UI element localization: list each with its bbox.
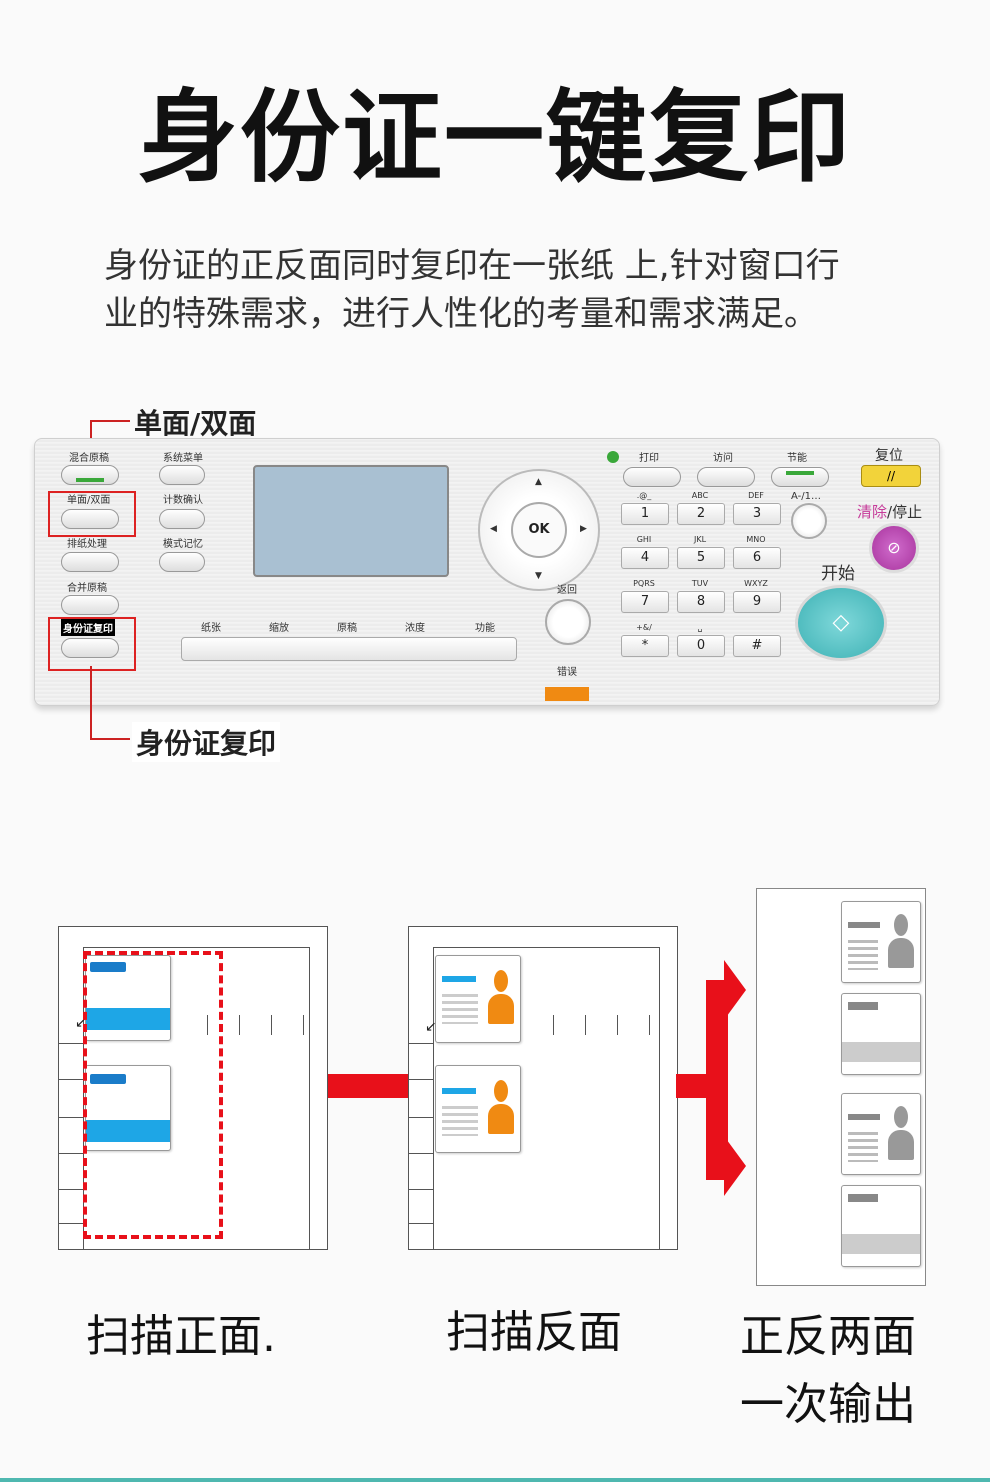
- start-label: 开始: [821, 564, 855, 584]
- print-label: 打印: [639, 453, 659, 464]
- access-label: 访问: [713, 453, 733, 464]
- keypad-key-3[interactable]: 3: [733, 503, 781, 525]
- split-arrow-icon: [676, 960, 746, 1196]
- reset-button[interactable]: //: [861, 465, 921, 487]
- id-card-front-2: [85, 1065, 171, 1151]
- stop-button[interactable]: ⊘: [869, 523, 919, 573]
- key-1-sublabel: .@_: [636, 491, 652, 500]
- counter-label: 计数确认: [163, 495, 203, 506]
- stop-label: /停止: [887, 503, 923, 521]
- mode-memory-label: 模式记忆: [163, 539, 203, 550]
- keypad-key-4[interactable]: 4: [621, 547, 669, 569]
- callout-duplex: 单面/双面: [134, 407, 257, 440]
- duplex-label: 单面/双面: [67, 495, 111, 506]
- scan-front-label: 扫描正面.: [86, 1311, 276, 1362]
- scan-front-document: ↙: [58, 926, 328, 1250]
- id-copy-label: 身份证复印: [61, 619, 115, 636]
- ab-key-label: A-/1…: [791, 491, 821, 502]
- key-8-sublabel: TUV: [691, 579, 709, 588]
- print-button[interactable]: [623, 467, 681, 487]
- output-label-line-2: 一次输出: [740, 1379, 916, 1430]
- error-indicator: [545, 687, 589, 701]
- key-7-sublabel: PQRS: [633, 579, 655, 588]
- keypad-key-12[interactable]: #: [733, 635, 781, 657]
- return-button[interactable]: [545, 599, 591, 645]
- key-3-sublabel: DEF: [748, 491, 764, 500]
- description-line-1: 身份证的正反面同时复印在一张纸 上,针对窗口行: [104, 246, 840, 286]
- function-strip[interactable]: [181, 637, 517, 661]
- original-label: 原稿: [337, 623, 357, 634]
- key-11-sublabel: ␣: [697, 623, 703, 632]
- bottom-border: [0, 1478, 990, 1482]
- keypad-key-10[interactable]: *: [621, 635, 669, 657]
- id-copy-highlight: [48, 617, 136, 671]
- id-card-back-2: [435, 1065, 521, 1153]
- keypad-key-5[interactable]: 5: [677, 547, 725, 569]
- scan-back-document: ↙: [408, 926, 678, 1250]
- start-button[interactable]: ◇: [795, 585, 887, 661]
- right-arrow-icon[interactable]: ▶: [580, 524, 587, 534]
- keypad-key-8[interactable]: 8: [677, 591, 725, 613]
- energy-saver-label: 节能: [787, 453, 807, 464]
- mixed-original-button[interactable]: [61, 465, 119, 485]
- system-menu-label: 系统菜单: [163, 453, 203, 464]
- paper-label: 纸张: [201, 623, 221, 634]
- output-card-front-2: [841, 1185, 921, 1267]
- key-6-sublabel: MNO: [746, 535, 766, 544]
- zoom-label: 缩放: [269, 623, 289, 634]
- down-arrow-icon[interactable]: ▼: [535, 571, 542, 581]
- up-arrow-icon[interactable]: ▲: [535, 477, 542, 487]
- id-card-back-1: [435, 955, 521, 1043]
- output-handling-label: 排纸处理: [67, 539, 107, 550]
- description-line-2: 业的特殊需求，进行人性化的考量和需求满足。: [104, 294, 818, 334]
- clear-label: 清除: [857, 503, 888, 521]
- keypad-key-7[interactable]: 7: [621, 591, 669, 613]
- keypad-key-11[interactable]: 0: [677, 635, 725, 657]
- lcd-screen: [253, 465, 449, 577]
- duplex-button[interactable]: [61, 509, 119, 529]
- output-handling-button[interactable]: [61, 552, 119, 572]
- density-label: 浓度: [405, 623, 425, 634]
- callout-id-copy: 身份证复印: [132, 722, 281, 762]
- ab-key-button[interactable]: [791, 503, 827, 539]
- navigation-pad[interactable]: ▲ ▼ ◀ ▶ OK: [478, 469, 600, 591]
- output-card-back-1: [841, 901, 921, 983]
- function-label: 功能: [475, 623, 495, 634]
- keypad-key-9[interactable]: 9: [733, 591, 781, 613]
- output-card-back-2: [841, 1093, 921, 1175]
- control-panel: 混合原稿 单面/双面 排纸处理 合并原稿 身份证复印 系统菜单 计数确认 模式记…: [34, 438, 940, 706]
- combine-originals-label: 合并原稿: [67, 583, 107, 594]
- scan-area-dashed-box: [83, 951, 223, 1239]
- return-label: 返回: [557, 585, 577, 596]
- power-led-icon: [607, 451, 619, 463]
- key-9-sublabel: WXYZ: [744, 579, 768, 588]
- left-arrow-icon[interactable]: ◀: [490, 524, 497, 534]
- id-copy-button[interactable]: [61, 638, 119, 658]
- connector-bar: [328, 1074, 408, 1098]
- scan-back-label: 扫描反面: [446, 1307, 622, 1358]
- page-title: 身份证一键复印: [138, 79, 852, 196]
- energy-saver-button[interactable]: [771, 467, 829, 487]
- system-menu-button[interactable]: [159, 465, 205, 485]
- key-10-sublabel: +&/: [636, 623, 652, 632]
- duplex-highlight: [48, 491, 136, 537]
- mixed-original-label: 混合原稿: [69, 453, 109, 464]
- counter-button[interactable]: [159, 509, 205, 529]
- mode-memory-button[interactable]: [159, 552, 205, 572]
- access-button[interactable]: [697, 467, 755, 487]
- output-label-line-1: 正反两面: [740, 1311, 916, 1362]
- id-card-front-1: [85, 955, 171, 1041]
- combine-originals-button[interactable]: [61, 595, 119, 615]
- key-5-sublabel: JKL: [693, 535, 707, 544]
- keypad-key-1[interactable]: 1: [621, 503, 669, 525]
- keypad-key-6[interactable]: 6: [733, 547, 781, 569]
- output-card-front-1: [841, 993, 921, 1075]
- keypad-key-2[interactable]: 2: [677, 503, 725, 525]
- reset-label: 复位: [875, 448, 903, 464]
- ok-button[interactable]: OK: [511, 502, 567, 558]
- key-4-sublabel: GHI: [636, 535, 652, 544]
- output-document: [756, 888, 926, 1286]
- error-label: 错误: [557, 667, 577, 678]
- key-2-sublabel: ABC: [691, 491, 709, 500]
